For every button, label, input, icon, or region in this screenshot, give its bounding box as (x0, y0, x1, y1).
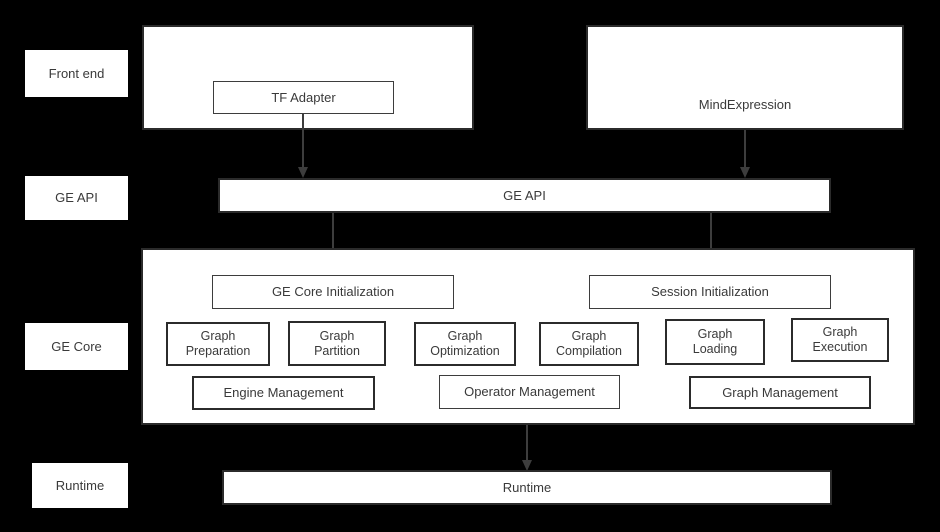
layer-label-runtime: Runtime (32, 463, 128, 508)
layer-label-ge-api: GE API (25, 176, 128, 220)
runtime-bar[interactable]: Runtime (222, 470, 832, 505)
graph-optimization-box[interactable]: Graph Optimization (414, 322, 516, 366)
graph-management-box[interactable]: Graph Management (689, 376, 871, 409)
mindexpression-title: MindExpression (698, 97, 792, 112)
operator-management-box[interactable]: Operator Management (439, 375, 620, 409)
tf-adapter-box[interactable]: TF Adapter (213, 81, 394, 114)
graph-execution-box[interactable]: Graph Execution (791, 318, 889, 362)
graph-preparation-box[interactable]: Graph Preparation (166, 322, 270, 366)
engine-management-box[interactable]: Engine Management (192, 376, 375, 410)
tensorflow-container[interactable]: Tensorflow (142, 25, 474, 130)
mindexpression-container[interactable]: MindExpression (586, 25, 904, 130)
ge-core-initialization-box[interactable]: GE Core Initialization (212, 275, 454, 309)
layer-label-front-end: Front end (25, 50, 128, 97)
session-initialization-box[interactable]: Session Initialization (589, 275, 831, 309)
graph-partition-box[interactable]: Graph Partition (288, 321, 386, 366)
layer-label-ge-core: GE Core (25, 323, 128, 370)
graph-loading-box[interactable]: Graph Loading (665, 319, 765, 365)
ge-api-bar[interactable]: GE API (218, 178, 831, 213)
graph-compilation-box[interactable]: Graph Compilation (539, 322, 639, 366)
